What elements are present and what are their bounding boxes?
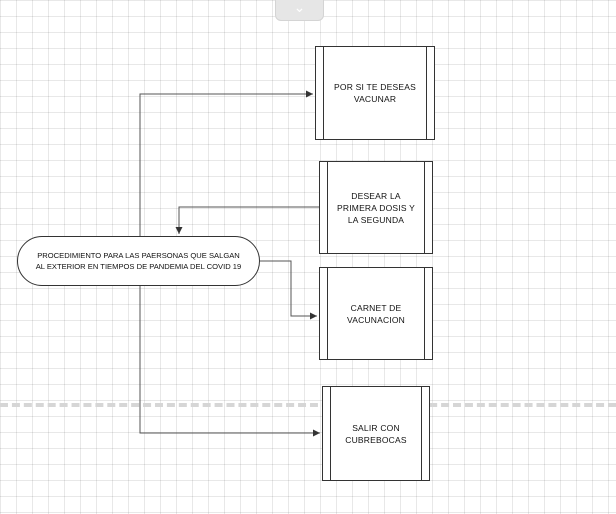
start-terminator[interactable]: PROCEDIMIENTO PARA LAS PAERSONAS QUE SAL… <box>17 236 260 286</box>
collapse-handle[interactable]: ⌄ <box>275 0 324 21</box>
step-carnet[interactable]: CARNET DE VACUNACION <box>319 267 433 360</box>
connector-start-to-cubrebocas <box>139 286 320 437</box>
chevron-down-icon: ⌄ <box>293 0 306 15</box>
step-vacunar[interactable]: POR SI TE DESEAS VACUNAR <box>315 46 435 140</box>
step-label: SALIR CON CUBREBOCAS <box>345 422 407 445</box>
step-label: CARNET DE VACUNACION <box>346 302 406 325</box>
connector-dosis-to-start <box>175 206 319 234</box>
step-dosis[interactable]: DESEAR LA PRIMERA DOSIS Y LA SEGUNDA <box>319 161 433 254</box>
start-label: PROCEDIMIENTO PARA LAS PAERSONAS QUE SAL… <box>35 251 242 271</box>
step-cubrebocas[interactable]: SALIR CON CUBREBOCAS <box>322 386 430 481</box>
connector-start-to-vacunar <box>139 90 313 236</box>
page-break-line <box>0 403 616 407</box>
connector-start-to-carnet <box>260 260 317 320</box>
step-label: DESEAR LA PRIMERA DOSIS Y LA SEGUNDA <box>337 190 415 225</box>
step-label: POR SI TE DESEAS VACUNAR <box>334 82 416 104</box>
